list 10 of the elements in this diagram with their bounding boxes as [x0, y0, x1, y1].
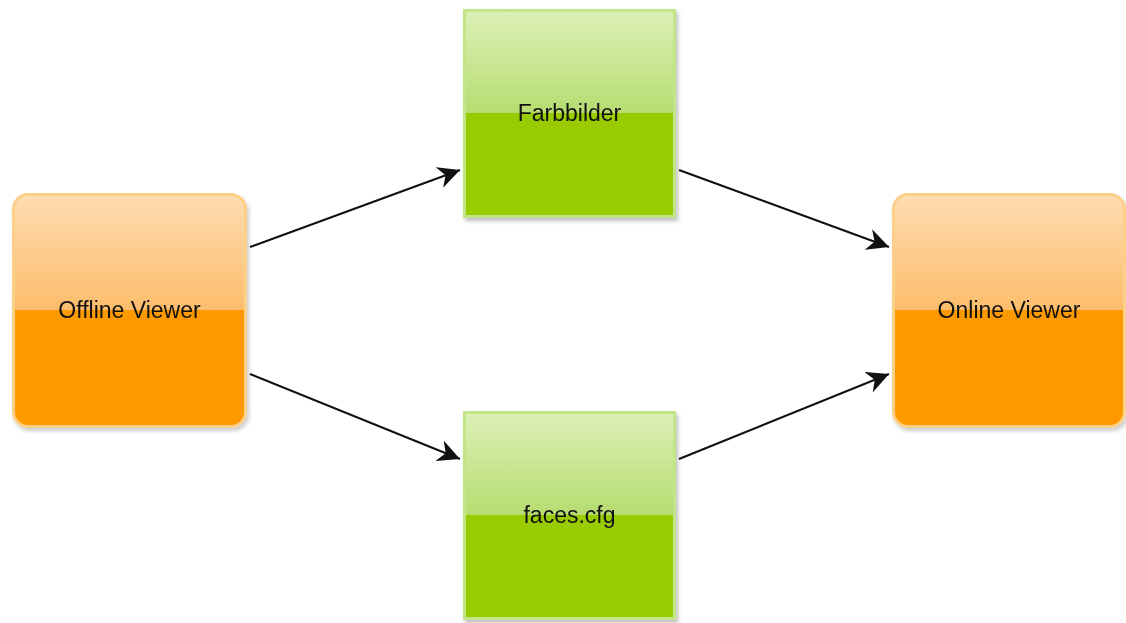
- arrow: [678, 168, 890, 250]
- process-box: [892, 193, 1126, 428]
- arrow: [249, 167, 461, 249]
- process-box: [12, 193, 247, 428]
- arrow: [249, 372, 461, 461]
- process-box: [463, 411, 676, 620]
- node-label: Offline Viewer: [58, 297, 201, 324]
- arrow: [678, 372, 890, 461]
- node-label: Online Viewer: [937, 297, 1081, 324]
- process-box: [463, 9, 676, 218]
